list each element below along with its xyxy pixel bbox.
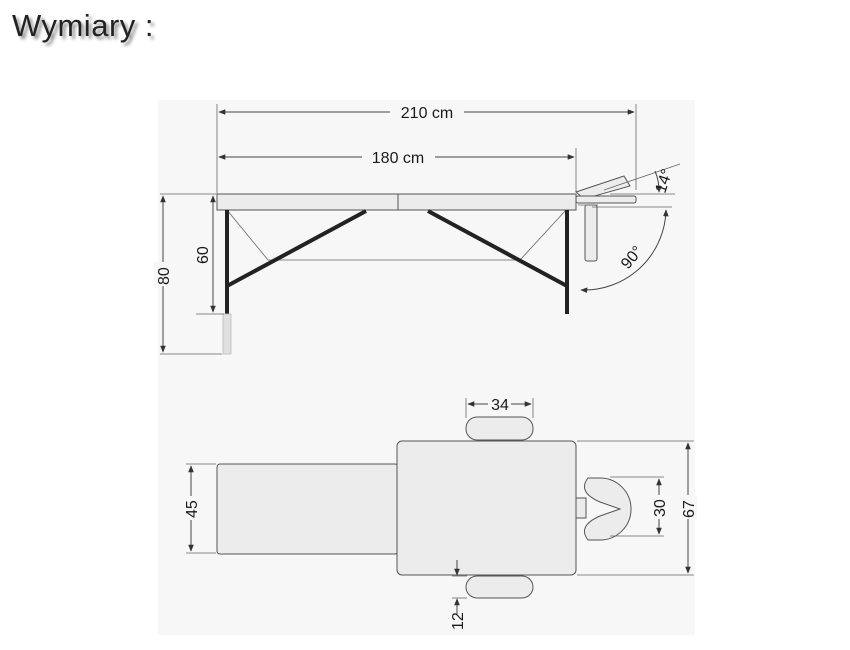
leg-extension <box>222 313 232 355</box>
angle-arc-90 <box>580 209 669 294</box>
table-top-right <box>397 193 577 211</box>
table-leg-section <box>216 463 399 555</box>
angle-line <box>603 163 681 191</box>
label-backdrop <box>154 262 172 286</box>
face-cradle-connector <box>575 497 587 519</box>
table-main-section <box>396 440 577 576</box>
dim-label-length-total: 210 cm <box>401 105 453 122</box>
leg-brace-right <box>427 209 568 288</box>
label-backdrop <box>650 495 668 519</box>
dim-label-armrest-angle: 90° <box>618 243 647 272</box>
dim-label-length-table: 180 cm <box>372 150 424 167</box>
armrest-hanging <box>584 204 598 262</box>
dim-label-armrest-width: 34 <box>491 397 509 414</box>
armrest-top <box>465 416 534 441</box>
dim-label-face-hole: 30 <box>652 499 669 517</box>
side-view: 210 cm 180 cm 14° 90° <box>154 104 681 355</box>
dim-label-headrest-angle: 14° <box>653 167 677 195</box>
dim-label-armrest-depth: 12 <box>450 612 467 630</box>
face-cradle <box>584 477 632 541</box>
leg-brace-left <box>226 209 367 288</box>
dim-label-height-table: 60 <box>195 246 212 264</box>
label-backdrop <box>679 495 697 519</box>
cable <box>519 209 567 261</box>
top-view: 34 45 30 67 12 <box>182 397 698 630</box>
label-backdrop <box>194 240 212 266</box>
label-backdrop <box>182 496 200 520</box>
cable <box>226 209 269 261</box>
dim-label-table-width: 67 <box>681 500 698 518</box>
armrest-bottom <box>465 575 534 599</box>
angle-arc-14 <box>654 170 662 193</box>
dim-label-height-total: 80 <box>156 267 173 285</box>
headrest-frame <box>575 195 637 204</box>
table-top-left <box>216 193 399 211</box>
dim-label-leg-section: 45 <box>184 500 201 518</box>
page-title: Wymiary : <box>12 8 154 43</box>
